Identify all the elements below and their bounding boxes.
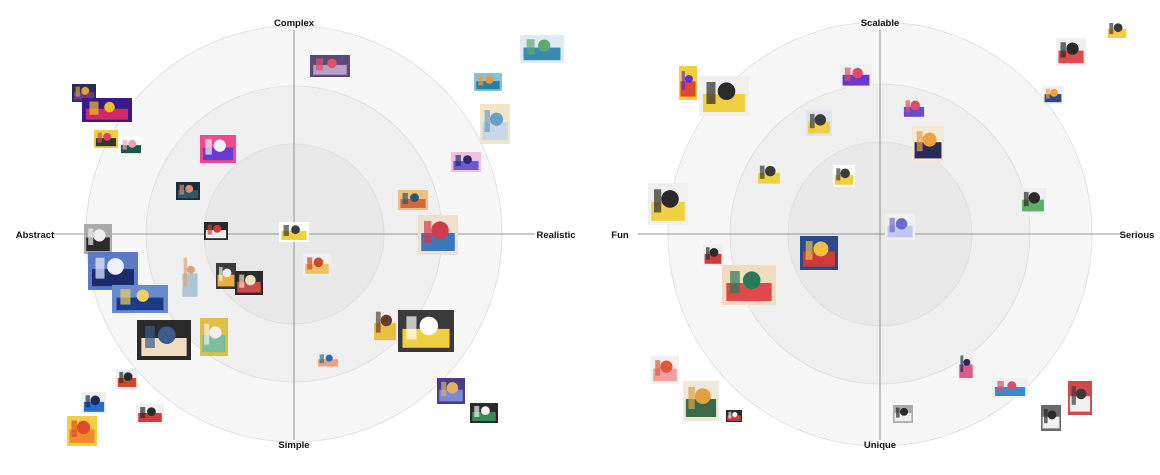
- thumbnail-mountain-lake[interactable]: [520, 35, 564, 63]
- thumbnail-sketch-people[interactable]: [1068, 381, 1092, 415]
- thumbnail-yellow-panels[interactable]: [699, 76, 749, 116]
- thumbnail-yellow-badge[interactable]: [1106, 20, 1128, 40]
- thumbnail-man-walking[interactable]: [912, 126, 944, 162]
- thumbnail-yellow-cards[interactable]: [398, 310, 454, 352]
- thumbnail-pink-woman[interactable]: [958, 351, 974, 381]
- thumbnail-green-building[interactable]: [1020, 188, 1046, 214]
- thumbnail-light-figures[interactable]: [885, 214, 915, 240]
- thumbnail-green-people[interactable]: [470, 403, 498, 423]
- thumbnail-bw-sketch[interactable]: [893, 405, 913, 423]
- thumbnail-red-car[interactable]: [1056, 38, 1086, 66]
- thumbnail-flying-person[interactable]: [1043, 86, 1063, 104]
- axis-label-left: Fun: [611, 230, 629, 241]
- thumbnail-burger-logo[interactable]: [279, 222, 309, 242]
- thumbnail-window-view[interactable]: [480, 104, 510, 144]
- thumbnail-red-bowl[interactable]: [136, 404, 164, 424]
- thumbnail-circus-tent[interactable]: [800, 236, 838, 270]
- thumbnail-orange-block[interactable]: [67, 416, 97, 446]
- axis-label-right: Realistic: [536, 230, 575, 241]
- axis-label-bottom: Simple: [278, 440, 309, 451]
- thumbnail-yellow-crowd[interactable]: [648, 183, 688, 225]
- thumbnail-pattern-small[interactable]: [72, 84, 96, 102]
- thumbnail-shapes-icon[interactable]: [840, 64, 872, 88]
- thumbnail-yellow-sketch-a[interactable]: [756, 162, 782, 186]
- axis-label-top: Complex: [274, 18, 315, 29]
- axis-label-bottom: Unique: [864, 440, 896, 451]
- thumbnail-red-frame[interactable]: [235, 271, 263, 295]
- thumbnail-blue-box[interactable]: [82, 392, 106, 414]
- thumbnail-group-people[interactable]: [722, 265, 776, 305]
- thumbnail-colorful-grid[interactable]: [679, 66, 697, 100]
- thumbnail-yellow-lady[interactable]: [216, 263, 236, 289]
- thumbnail-small-portrait[interactable]: [316, 352, 340, 368]
- thumbnail-purple-waves[interactable]: [200, 135, 236, 163]
- axis-label-top: Scalable: [861, 18, 900, 29]
- thumbnail-blue-pattern[interactable]: [992, 378, 1028, 398]
- thumbnail-sunset-house[interactable]: [398, 190, 428, 210]
- thumbnail-thinking-girl[interactable]: [372, 306, 398, 344]
- thumbnail-reading-person[interactable]: [1041, 405, 1061, 431]
- thumbnail-red-dots[interactable]: [204, 222, 228, 240]
- thumbnail-tall-figures[interactable]: [181, 250, 199, 302]
- thumbnail-figure-cat[interactable]: [84, 224, 112, 254]
- thumbnail-leaf-pattern-a[interactable]: [94, 130, 118, 148]
- thumbnail-teal-figure[interactable]: [176, 182, 200, 200]
- thumbnail-yellow-sketch-b[interactable]: [833, 165, 855, 187]
- thumbnail-clapper[interactable]: [116, 369, 138, 389]
- thumbnail-night-waves[interactable]: [88, 252, 138, 290]
- axis-label-left: Abstract: [16, 230, 55, 241]
- thumbnail-green-door[interactable]: [200, 318, 228, 356]
- thumbnail-market-stall[interactable]: [683, 381, 719, 421]
- thumbnail-blue-plant[interactable]: [437, 378, 465, 404]
- thumbnail-tropical-scene[interactable]: [474, 73, 502, 91]
- thumbnail-woman-sea[interactable]: [418, 215, 458, 255]
- thumbnail-cafe-people[interactable]: [137, 320, 191, 360]
- thumbnail-worker-figure[interactable]: [806, 110, 832, 136]
- thumbnail-night-figure[interactable]: [451, 152, 481, 172]
- thumbnail-red-scooter[interactable]: [726, 410, 742, 422]
- thumbnail-leaf-pattern-b[interactable]: [119, 137, 143, 155]
- thumbnail-psychedelic-pair[interactable]: [82, 98, 132, 122]
- thumbnail-pink-cups[interactable]: [651, 356, 679, 384]
- thumbnail-woman-phone[interactable]: [902, 97, 926, 119]
- axis-label-right: Serious: [1120, 230, 1155, 241]
- thumbnail-van-scene[interactable]: [310, 55, 350, 77]
- thumbnail-burger[interactable]: [303, 254, 331, 276]
- thumbnail-city-blocks[interactable]: [112, 285, 168, 313]
- thumbnail-red-runner[interactable]: [703, 244, 723, 266]
